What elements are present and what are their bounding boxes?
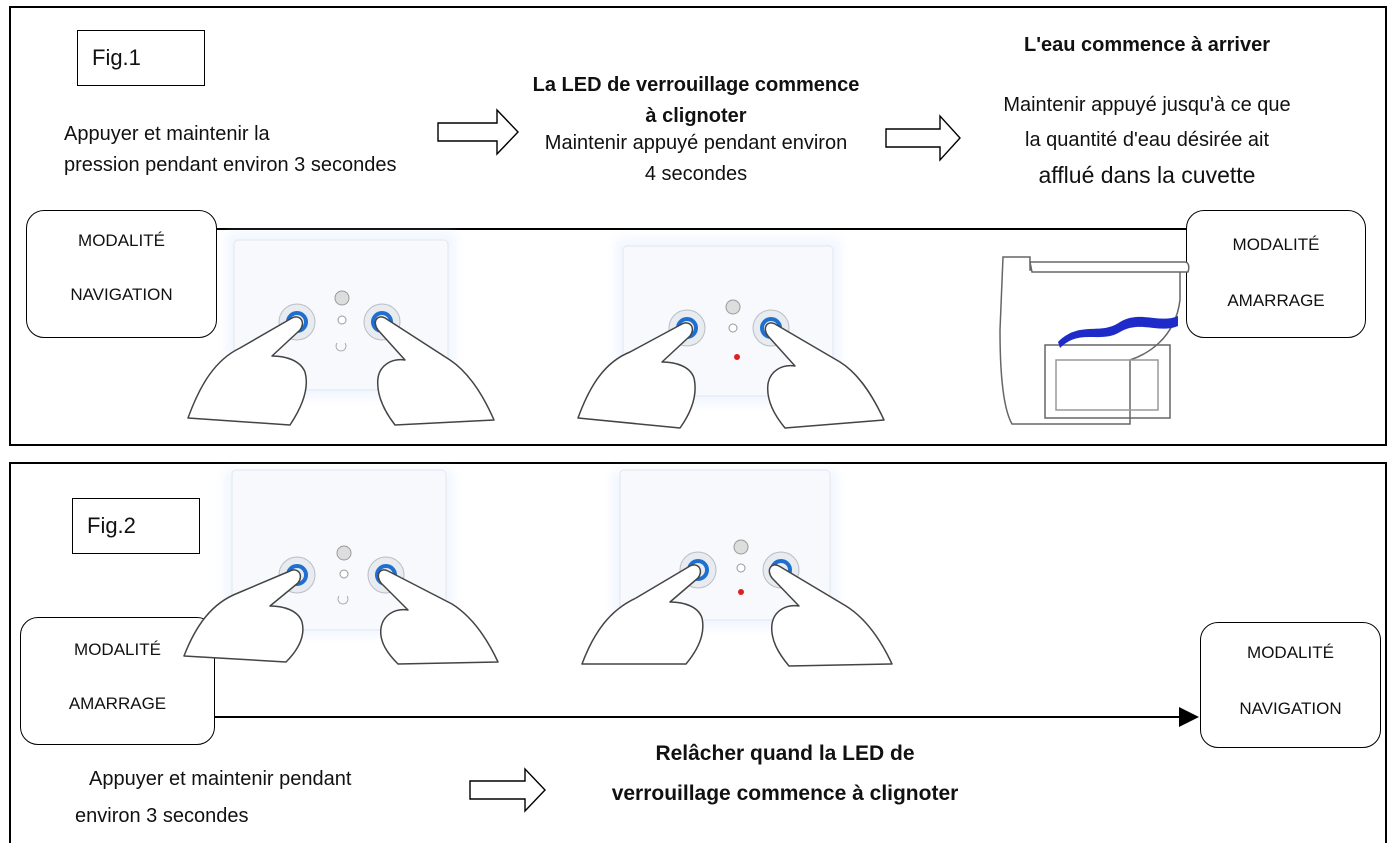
fig1-step2-title-line1: La LED de verrouillage commence (532, 74, 860, 96)
fig1-step1-text: Appuyer et maintenir la pression pendant… (64, 119, 396, 181)
fig1-label-text: Fig.1 (92, 45, 141, 70)
fig2-mode-from-line2: AMARRAGE (68, 694, 167, 713)
fig1-mode-navigation-box: MODALITÉ NAVIGATION (26, 210, 217, 338)
fig1-mode-to-line2: AMARRAGE (1227, 291, 1325, 310)
keypad-fig1-b: TECMA (623, 246, 833, 396)
fig1-step2-title-line2: à clignoter (645, 105, 747, 127)
keypad-brand-label: TECMA (704, 268, 752, 281)
fig2-step1-text: Appuyer et maintenir pendant environ 3 s… (75, 764, 352, 832)
fig2-mode-to-line2: NAVIGATION (1239, 699, 1342, 718)
fig1-connector-line (185, 228, 1195, 230)
fig2-release-line2: verrouillage commence à clignoter (611, 782, 959, 805)
fig1-step1-line2: pression pendant environ 3 secondes (64, 154, 397, 176)
keypad-fig1-a: TECMA (234, 240, 448, 390)
keypad-brand-label: TECMA (317, 262, 365, 275)
fig2-step1-line2: environ 3 secondes (75, 805, 249, 827)
keypad-fig2-b: TECMA (620, 465, 830, 615)
keypad-brand-label: TECMA (701, 503, 749, 516)
fig1-label: Fig.1 (77, 30, 205, 86)
fig2-mode-from-line1: MODALITÉ (74, 640, 161, 659)
fig2-label-text: Fig.2 (87, 513, 136, 538)
fig2-mode-to-line1: MODALITÉ (1247, 643, 1334, 662)
fig1-step3-body-line1: Maintenir appuyé jusqu'à ce que (1003, 94, 1291, 116)
fig1-step3-body-line2: la quantité d'eau désirée ait (1025, 129, 1269, 151)
fig1-step1-line1: Appuyer et maintenir la (64, 123, 270, 145)
keypad-brand-label: TECMA (315, 503, 363, 516)
fig2-release-line1: Relâcher quand la LED de (655, 742, 915, 765)
fig1-mode-from-line1: MODALITÉ (78, 231, 165, 250)
fig1-step2-body-line2: 4 secondes (644, 163, 748, 185)
fig1-step3-body-line3: afflué dans la cuvette (1038, 162, 1256, 188)
fig1-step3-text: L'eau commence à arriver Maintenir appuy… (952, 30, 1342, 191)
fig1-mode-to-line1: MODALITÉ (1232, 235, 1320, 254)
fig1-step2-body-line1: Maintenir appuyé pendant environ (544, 132, 848, 154)
fig2-mode-navigation-box: MODALITÉ NAVIGATION (1200, 622, 1381, 748)
fig2-release-text: Relâcher quand la LED de verrouillage co… (560, 734, 1010, 814)
keypad-fig2-a: TECMA (232, 465, 446, 625)
fig1-mode-amarrage-box: MODALITÉ AMARRAGE (1186, 210, 1366, 338)
fig1-step3-title: L'eau commence à arriver (1024, 34, 1270, 56)
fig1-step2-text: La LED de verrouillage commence à cligno… (496, 70, 896, 190)
fig2-label: Fig.2 (72, 498, 200, 554)
fig1-mode-from-line2: NAVIGATION (70, 285, 173, 304)
fig2-step1-line1: Appuyer et maintenir pendant (89, 768, 352, 790)
fig2-mode-amarrage-box: MODALITÉ AMARRAGE (20, 617, 215, 745)
